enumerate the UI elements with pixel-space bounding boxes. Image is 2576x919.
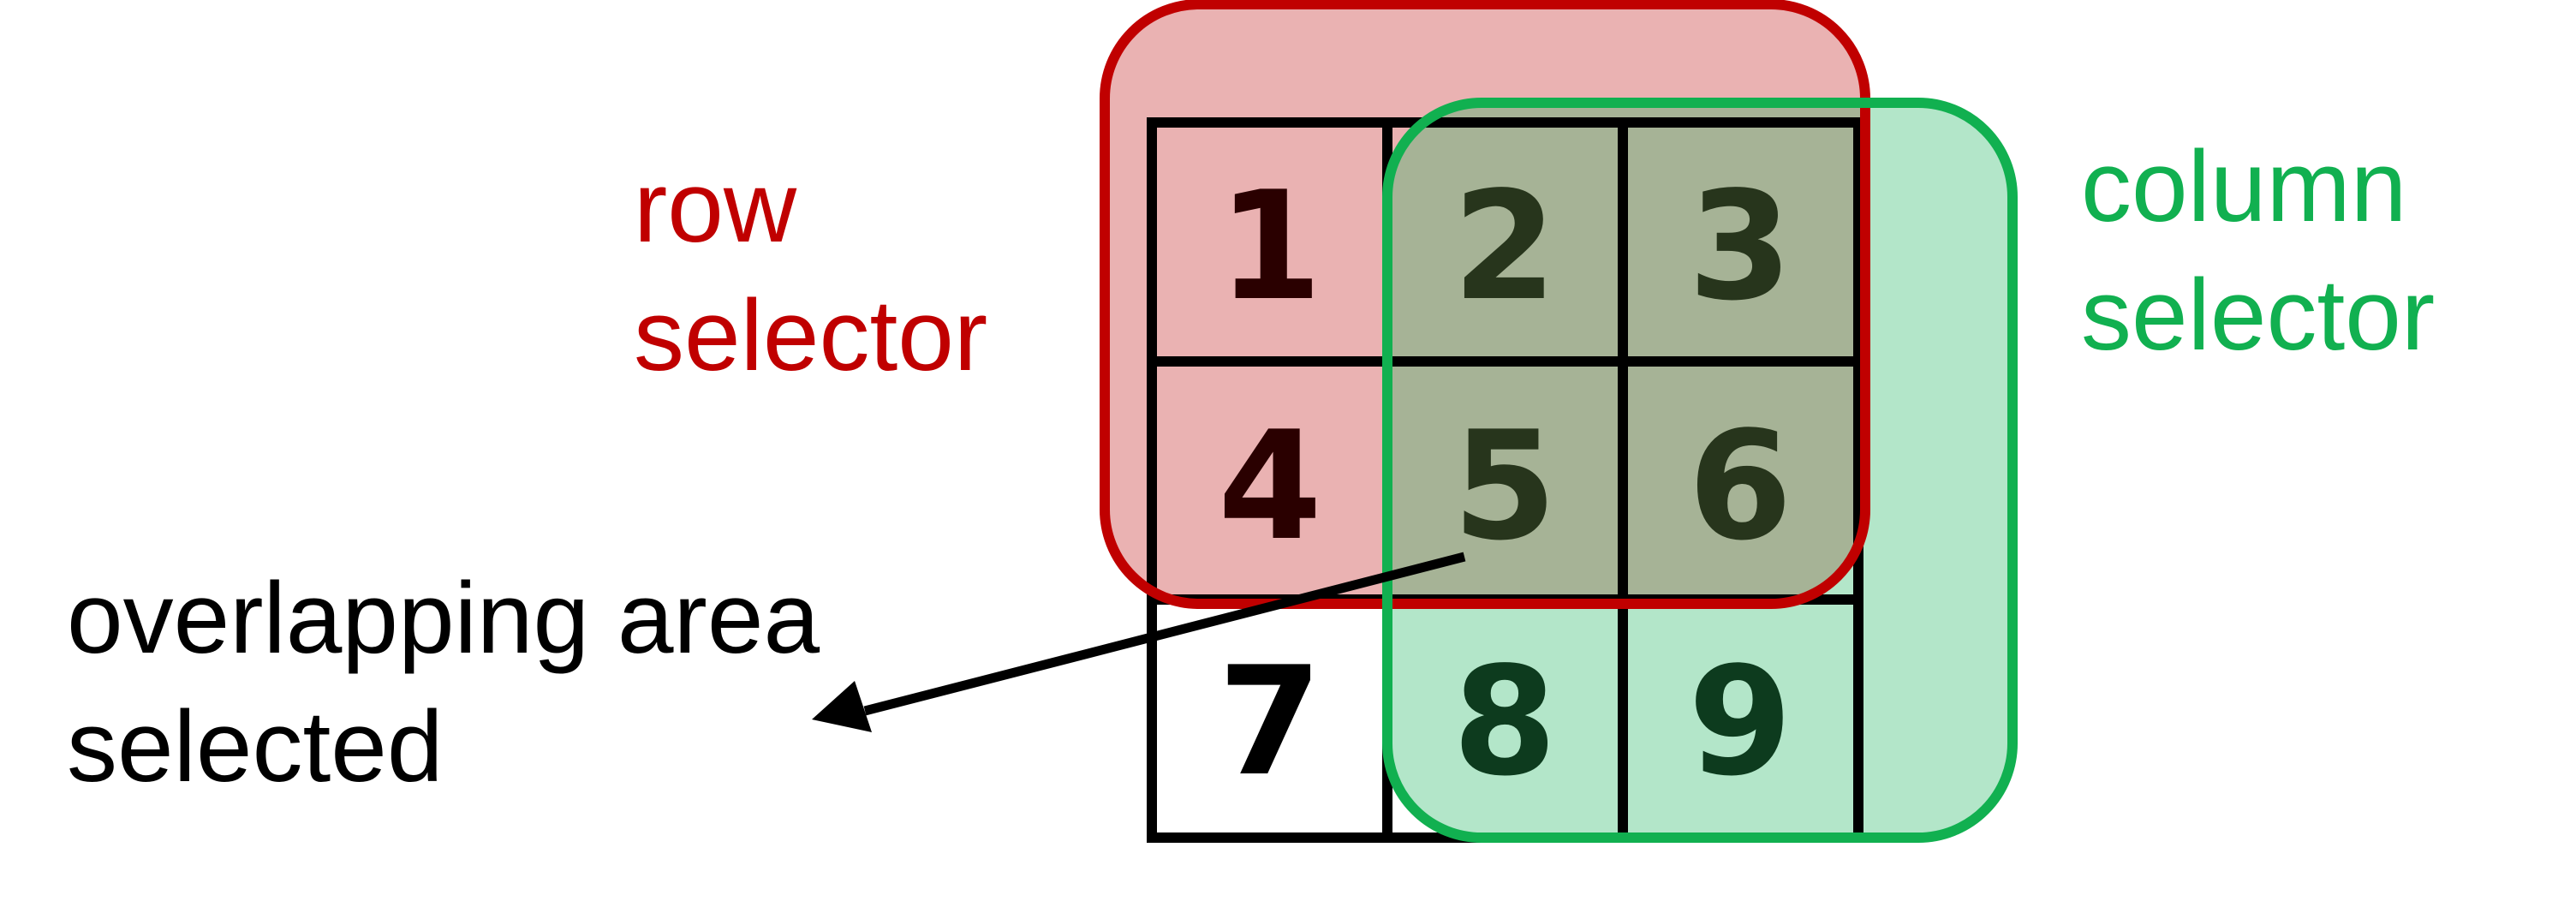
cell-5: 5 xyxy=(1452,400,1557,574)
cell-8: 8 xyxy=(1452,636,1557,809)
overlap-label: overlapping area selected xyxy=(67,562,848,803)
cell-9: 9 xyxy=(1688,636,1792,809)
cell-7: 7 xyxy=(1218,636,1322,809)
cell-6: 6 xyxy=(1688,400,1792,574)
row-selector-label: row selector xyxy=(634,151,987,392)
arrow xyxy=(812,552,1466,732)
cell-2: 2 xyxy=(1452,160,1557,334)
column-selector-label: column selector xyxy=(2081,130,2435,372)
cell-3: 3 xyxy=(1688,160,1792,334)
grid-cells: 1 2 3 4 5 6 7 8 9 xyxy=(1218,160,1792,809)
column-selector-outline xyxy=(1382,98,2018,843)
cell-4: 4 xyxy=(1218,400,1322,574)
arrow-head-icon xyxy=(812,681,872,732)
cell-1: 1 xyxy=(1218,160,1322,334)
row-selector-outline xyxy=(1100,0,1870,609)
